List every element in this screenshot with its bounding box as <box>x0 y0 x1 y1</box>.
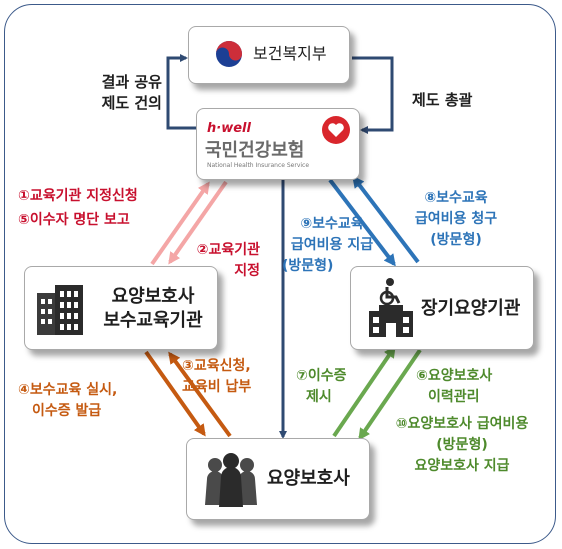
label-step10-line1: ⑩요양보호사 급여비용 <box>395 416 529 432</box>
label-step4-line1: ④보수교육 실시, <box>18 382 118 398</box>
building-icon <box>37 285 83 335</box>
label-step2-line2: 지정 <box>234 263 260 279</box>
label-step1: ①교육기관 지정신청 <box>18 188 138 204</box>
label-step2: ②교육기관 지정 <box>176 240 260 282</box>
label-step8-line2: 급여비용 청구 <box>414 211 498 227</box>
label-step7-line1: ⑦이수증 <box>296 368 347 384</box>
arrow-step6-10 <box>358 348 422 441</box>
label-step3-line2: 교육비 납부 <box>182 379 252 395</box>
label-result-share-line1: 결과 공유 <box>101 73 162 91</box>
label-step8: ⑧보수교육 급여비용 청구 (방문형) <box>396 188 516 251</box>
node-education-institution: 요양보호사 보수교육기관 <box>24 266 218 350</box>
node-nhis: h·well 국민건강보험 National Health Insurance … <box>196 108 360 180</box>
care-facility-wheelchair-icon <box>369 278 413 337</box>
label-system-general: 제도 총괄 <box>412 91 473 109</box>
label-step4-line2: 이수증 발급 <box>32 403 102 419</box>
node-care-worker: 요양보호사 <box>186 438 370 520</box>
arrow-step9 <box>328 178 396 267</box>
label-step5: ⑤이수자 명단 보고 <box>18 212 130 228</box>
label-step8-line1: ⑧보수교육 <box>424 190 488 206</box>
korea-taegeuk-logo-icon <box>216 41 242 67</box>
label-step6-line1: ⑥요양보호사 <box>416 368 493 384</box>
arrow-step4 <box>144 350 206 437</box>
label-step9-line3: (방문형) <box>282 258 334 274</box>
arrow-step3 <box>168 351 232 438</box>
node-ministry: 보건복지부 <box>188 26 350 84</box>
label-step9: ⑨보수교육 급여비용 지급 (방문형) <box>282 214 382 277</box>
people-group-icon <box>205 453 257 507</box>
nhis-subtitle: National Health Insurance Service <box>207 162 310 169</box>
label-step10: ⑩요양보호사 급여비용 (방문형) 요양보호사 지급 <box>374 414 550 477</box>
arrow-result-share <box>166 54 196 130</box>
arrow-system-general <box>352 56 394 134</box>
label-step9-line1: ⑨보수교육 <box>300 216 364 232</box>
label-step7-line2: 제시 <box>306 389 332 405</box>
institution-name-line2: 보수교육기관 <box>103 310 203 331</box>
arrow-step2 <box>168 180 228 265</box>
institution-name-line1: 요양보호사 <box>111 286 195 307</box>
label-step10-line2: (방문형) <box>436 437 488 453</box>
label-result-share-line2: 제도 건의 <box>101 94 162 112</box>
label-step8-line3: (방문형) <box>430 232 482 248</box>
label-step4: ④보수교육 실시, 이수증 발급 <box>18 380 117 422</box>
label-step6: ⑥요양보호사 이력관리 <box>416 366 492 408</box>
label-result-share: 결과 공유 제도 건의 <box>52 72 162 114</box>
label-step3: ③교육신청, 교육비 납부 <box>182 356 251 398</box>
nhis-heart-logo-icon <box>322 116 350 144</box>
label-step7: ⑦이수증 제시 <box>296 366 347 408</box>
nhis-logo-text: h·well <box>207 121 251 136</box>
label-step3-line1: ③교육신청, <box>182 358 251 374</box>
label-step2-line1: ②교육기관 <box>196 242 260 258</box>
nhis-name: 국민건강보험 <box>205 140 305 161</box>
ltc-name: 장기요양기관 <box>421 298 521 319</box>
ministry-name: 보건복지부 <box>253 44 327 63</box>
label-step10-line3: 요양보호사 지급 <box>414 458 510 474</box>
label-step6-line2: 이력관리 <box>428 389 480 405</box>
node-ltc-institution: 장기요양기관 <box>350 266 534 350</box>
worker-name: 요양보호사 <box>267 468 350 489</box>
label-step9-line2: 급여비용 지급 <box>290 237 374 253</box>
arrow-step1-5 <box>150 181 210 266</box>
diagram-frame <box>4 4 556 544</box>
arrow-step8 <box>352 175 420 264</box>
arrow-step7 <box>332 345 396 438</box>
